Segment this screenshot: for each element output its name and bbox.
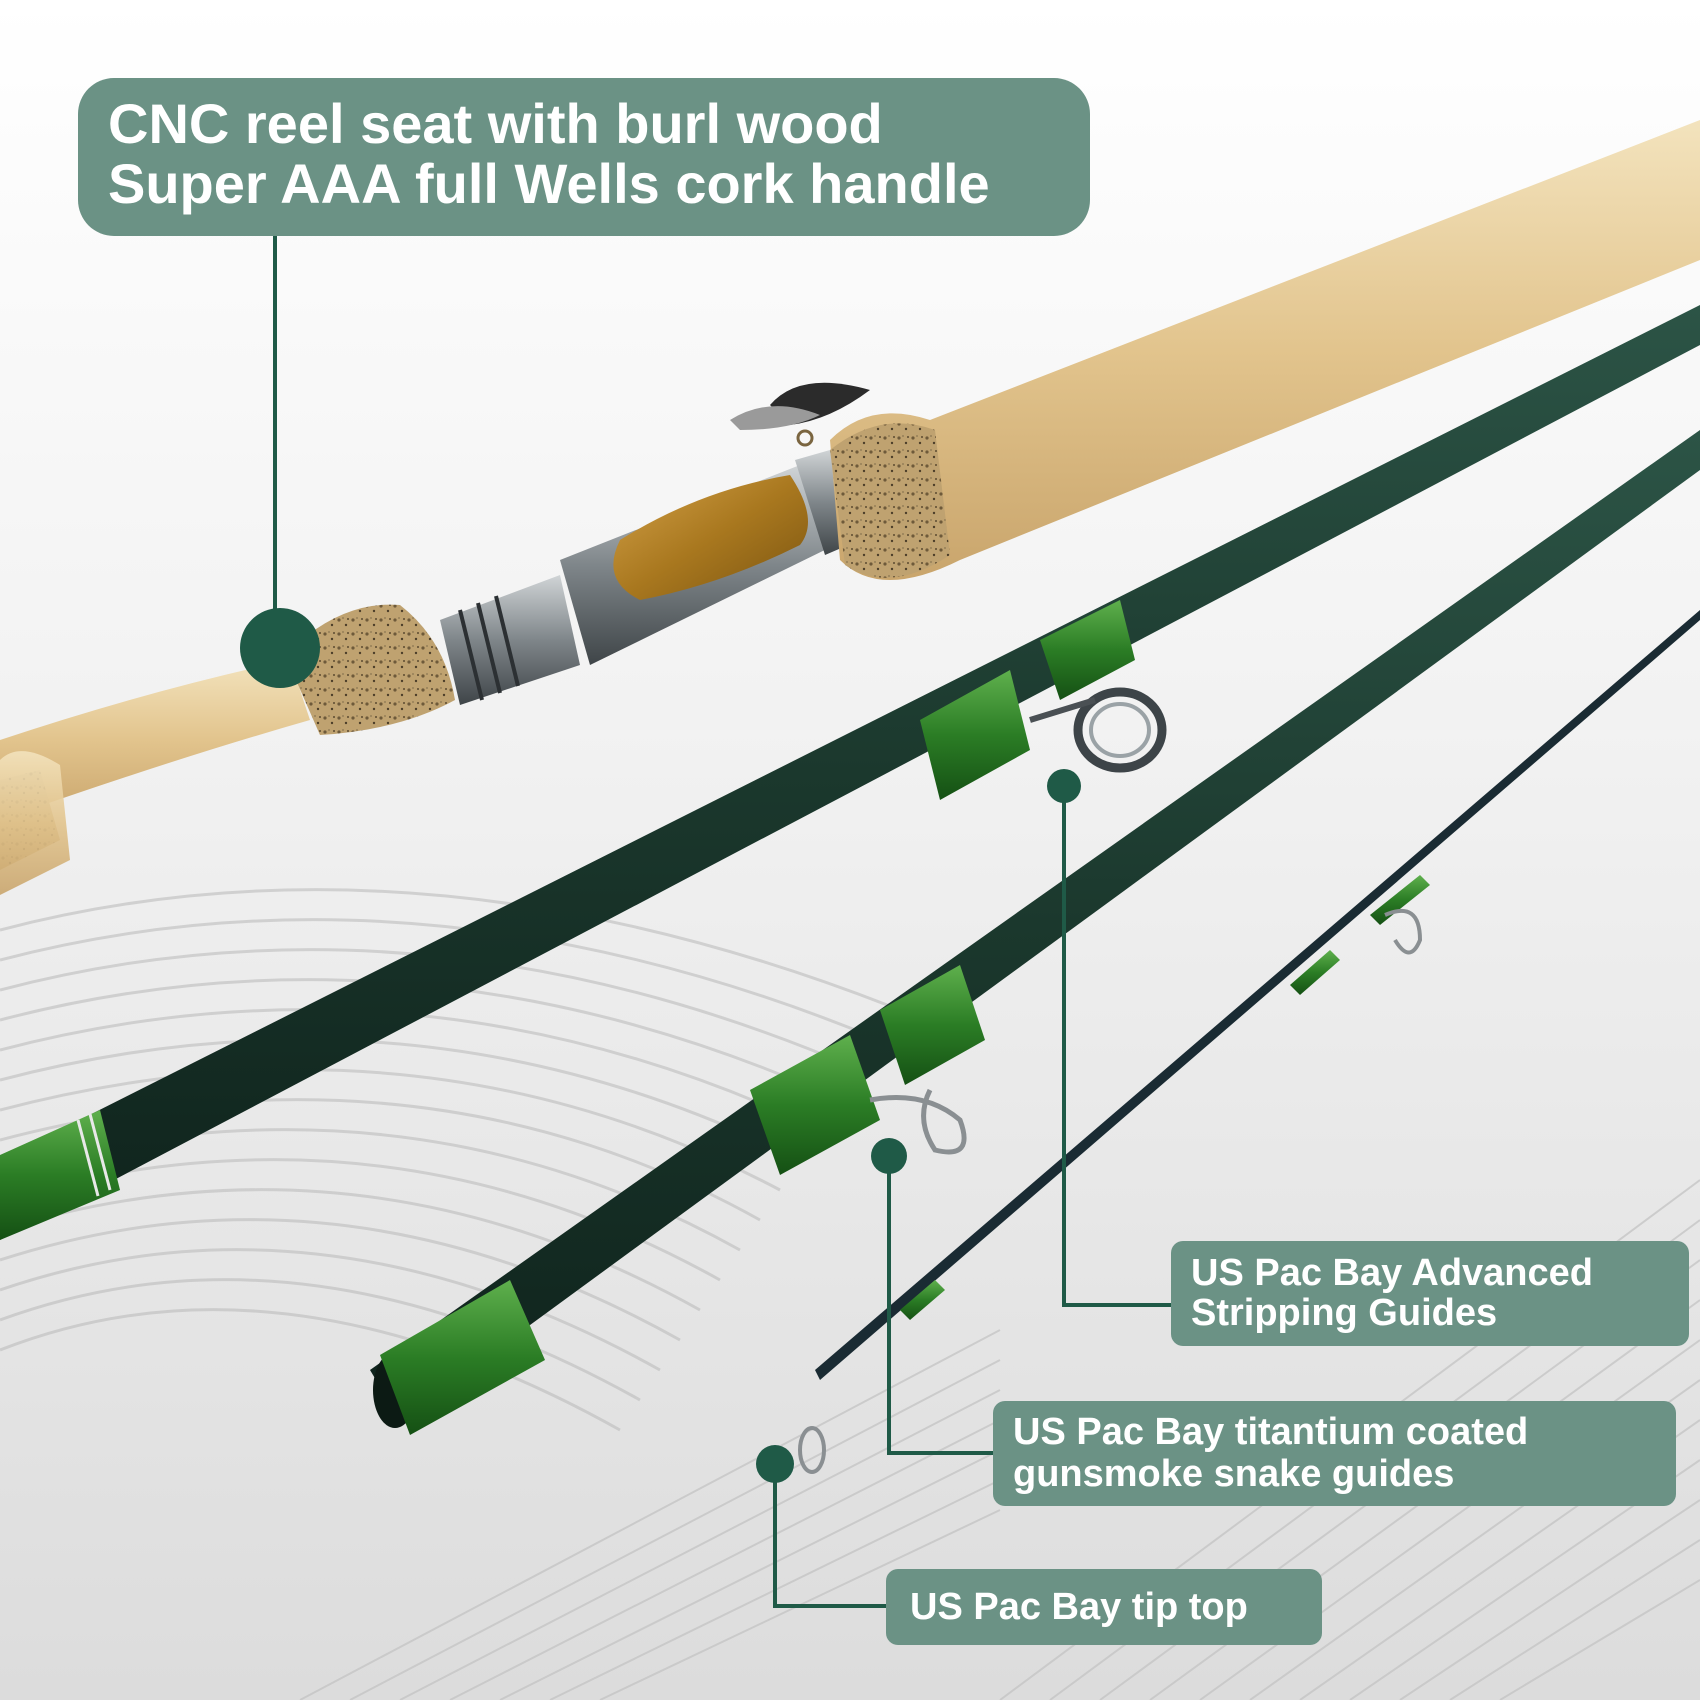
leader-snake xyxy=(871,1138,993,1455)
snake-guide-small xyxy=(1384,909,1423,955)
rod-section-2 xyxy=(0,305,1700,1240)
burl-wood-insert xyxy=(613,475,808,600)
cork-check xyxy=(285,604,455,735)
snake-guide xyxy=(869,1088,967,1155)
callout-stripping-line2: Stripping Guides xyxy=(1191,1292,1498,1334)
rod-section-4 xyxy=(798,610,1700,1474)
callout-reel-seat-line2: Super AAA full Wells cork handle xyxy=(108,152,990,215)
callout-snake-guides: US Pac Bay titantium coated gunsmoke sna… xyxy=(993,1401,1676,1506)
reel-seat xyxy=(440,450,860,705)
cork-handle xyxy=(0,604,455,895)
callout-snake-line1: US Pac Bay titantium coated xyxy=(1013,1411,1529,1453)
rod-section-3 xyxy=(370,430,1700,1435)
callout-reel-seat-line1: CNC reel seat with burl wood xyxy=(108,92,883,155)
fly-lure-icon xyxy=(730,382,870,447)
callout-tip-top-line1: US Pac Bay tip top xyxy=(910,1586,1248,1628)
leader-reel xyxy=(240,236,320,688)
stripping-guide xyxy=(1029,687,1167,773)
callout-reel-seat: CNC reel seat with burl wood Super AAA f… xyxy=(78,78,1090,236)
fighting-butt xyxy=(0,751,70,895)
callout-tip-top: US Pac Bay tip top xyxy=(886,1569,1322,1645)
ferrule-wrap xyxy=(920,670,1030,800)
callout-stripping-line1: US Pac Bay Advanced xyxy=(1191,1252,1593,1294)
callout-snake-line2: gunsmoke snake guides xyxy=(1013,1453,1455,1495)
callout-stripping-guides: US Pac Bay Advanced Stripping Guides xyxy=(1171,1241,1689,1346)
upper-cork-grip xyxy=(830,120,1700,580)
leader-stripping xyxy=(1047,769,1171,1307)
tip-top-guide xyxy=(798,1426,826,1474)
leader-tiptop xyxy=(756,1445,886,1608)
